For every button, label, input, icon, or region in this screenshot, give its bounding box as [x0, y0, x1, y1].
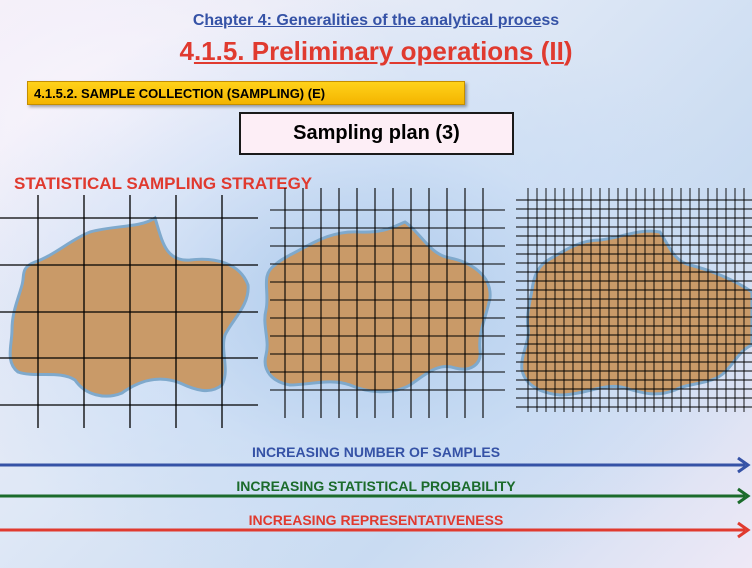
chapter-heading: Chapter 4: Generalities of the analytica…: [0, 12, 752, 30]
grid-fine: [516, 188, 752, 412]
chapter-heading-underlined: hapter 4: Generalities of the analytical…: [204, 12, 542, 29]
arrow-number-of-samples: [0, 456, 751, 474]
sample-area-blob-2: [263, 220, 492, 394]
grid-coarse: [0, 195, 258, 428]
sampling-plan-box: Sampling plan (3): [239, 112, 514, 155]
section-badge: 4.1.5.2. SAMPLE COLLECTION (SAMPLING) (E…: [27, 81, 465, 105]
arrow-representativeness: [0, 521, 751, 539]
arrow-statistical-probability: [0, 487, 751, 505]
strategy-heading: STATISTICAL SAMPLING STRATEGY: [14, 174, 313, 193]
label-increasing-probability: INCREASING STATISTICAL PROBABILITY: [236, 478, 516, 494]
page-title-underlined: .1.5. Preliminary operations (II: [193, 36, 564, 66]
chapter-heading-prefix: C: [192, 12, 205, 29]
sample-area-blob-1: [8, 215, 250, 398]
label-increasing-representativeness: INCREASING REPRESENTATIVENESS: [248, 512, 504, 528]
page-title-suffix: ): [563, 36, 573, 66]
label-increasing-samples: INCREASING NUMBER OF SAMPLES: [251, 444, 501, 460]
chapter-heading-suffix: ss: [541, 12, 560, 29]
sample-area-blob-3: [520, 229, 752, 397]
page-title-prefix: 4: [179, 36, 194, 66]
page-title: 4.1.5. Preliminary operations (II): [0, 36, 752, 67]
grid-medium: [270, 188, 505, 418]
